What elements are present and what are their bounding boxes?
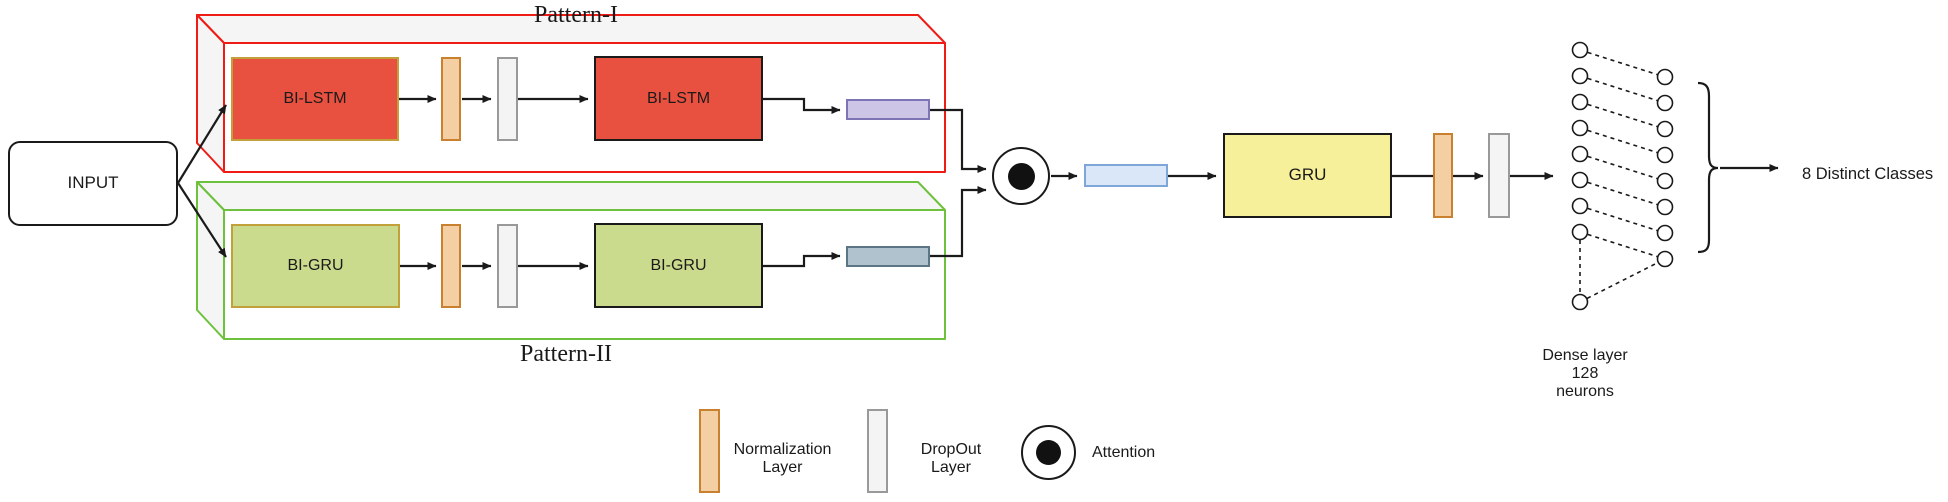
- dense-connection: [1579, 49, 1666, 78]
- dense-connection: [1579, 75, 1666, 104]
- dense-connection: [1579, 153, 1666, 182]
- flow-arrows: [177, 95, 1779, 270]
- legend-dropout-label: DropOut Layer: [920, 441, 982, 476]
- dense-neuron: [1656, 94, 1674, 112]
- dense-neuron: [1571, 119, 1589, 137]
- dense-neuron: [1656, 172, 1674, 190]
- bigru1-label: BI-GRU: [287, 257, 344, 275]
- dense-neuron: [1571, 223, 1589, 241]
- dense-neuron: [1656, 250, 1674, 268]
- dense-connection: [1579, 205, 1666, 234]
- dense-neuron: [1656, 120, 1674, 138]
- gru-label: GRU: [1288, 165, 1327, 185]
- input-label: INPUT: [67, 173, 119, 193]
- pattern1-output-vector: [846, 99, 930, 120]
- dense-neuron: [1571, 171, 1589, 189]
- dense-connection: [1579, 179, 1666, 208]
- dense-connection: [1579, 101, 1666, 130]
- bilstm2-label: BI-LSTM: [646, 89, 711, 107]
- pattern1-title: Pattern-I: [534, 2, 618, 28]
- legend-normalization-label: Normalization Layer: [733, 441, 832, 476]
- legend-attention-icon: [1021, 425, 1076, 480]
- dense-neuron: [1571, 145, 1589, 163]
- pattern1-cube: [196, 14, 946, 173]
- pattern2-title: Pattern-II: [520, 341, 612, 367]
- dense-neuron: [1656, 68, 1674, 86]
- pattern1-normalization-bar: [441, 57, 461, 141]
- output-brace: [1697, 81, 1719, 254]
- attention-icon: [992, 147, 1050, 205]
- pattern1-dropout-bar: [497, 57, 518, 141]
- legend-attention-dot: [1036, 440, 1061, 465]
- dense-neuron: [1571, 293, 1589, 311]
- dense-neuron: [1571, 41, 1589, 59]
- pattern2-dropout-bar: [497, 224, 518, 308]
- dense-neuron: [1571, 197, 1589, 215]
- pattern2-normalization-bar: [441, 224, 461, 308]
- merged-vector: [1084, 164, 1168, 187]
- pattern2-output-vector: [846, 246, 930, 267]
- legend-attention-label: Attention: [1092, 444, 1156, 461]
- pattern1-bilstm1-node: BI-LSTM: [231, 57, 399, 141]
- bigru2-label: BI-GRU: [650, 256, 707, 274]
- attention-dot: [1007, 162, 1035, 190]
- legend-dropout-bar: [867, 409, 888, 493]
- dense-connection: [1579, 231, 1666, 260]
- input-node: INPUT: [8, 141, 178, 226]
- dense-layer-label: Dense layer 128 neurons: [1542, 347, 1628, 400]
- dense-neuron: [1656, 224, 1674, 242]
- legend-normalization-bar: [699, 409, 720, 493]
- pattern2-bigru2-node: BI-GRU: [594, 223, 763, 308]
- dense-connection: [1579, 258, 1666, 303]
- dense-connection: [1579, 127, 1666, 156]
- gru-normalization-bar: [1433, 133, 1453, 218]
- dense-neuron: [1656, 198, 1674, 216]
- dense-layer-neurons: [1571, 41, 1674, 311]
- dense-neuron: [1656, 146, 1674, 164]
- gru-dropout-bar: [1488, 133, 1510, 218]
- bilstm1-label: BI-LSTM: [283, 90, 347, 108]
- pattern1-bilstm2-node: BI-LSTM: [594, 56, 763, 141]
- pattern2-bigru1-node: BI-GRU: [231, 224, 400, 308]
- dense-neuron: [1571, 93, 1589, 111]
- gru-node: GRU: [1223, 133, 1392, 218]
- output-classes-label: 8 Distinct Classes: [1802, 165, 1934, 183]
- dense-neuron: [1571, 67, 1589, 85]
